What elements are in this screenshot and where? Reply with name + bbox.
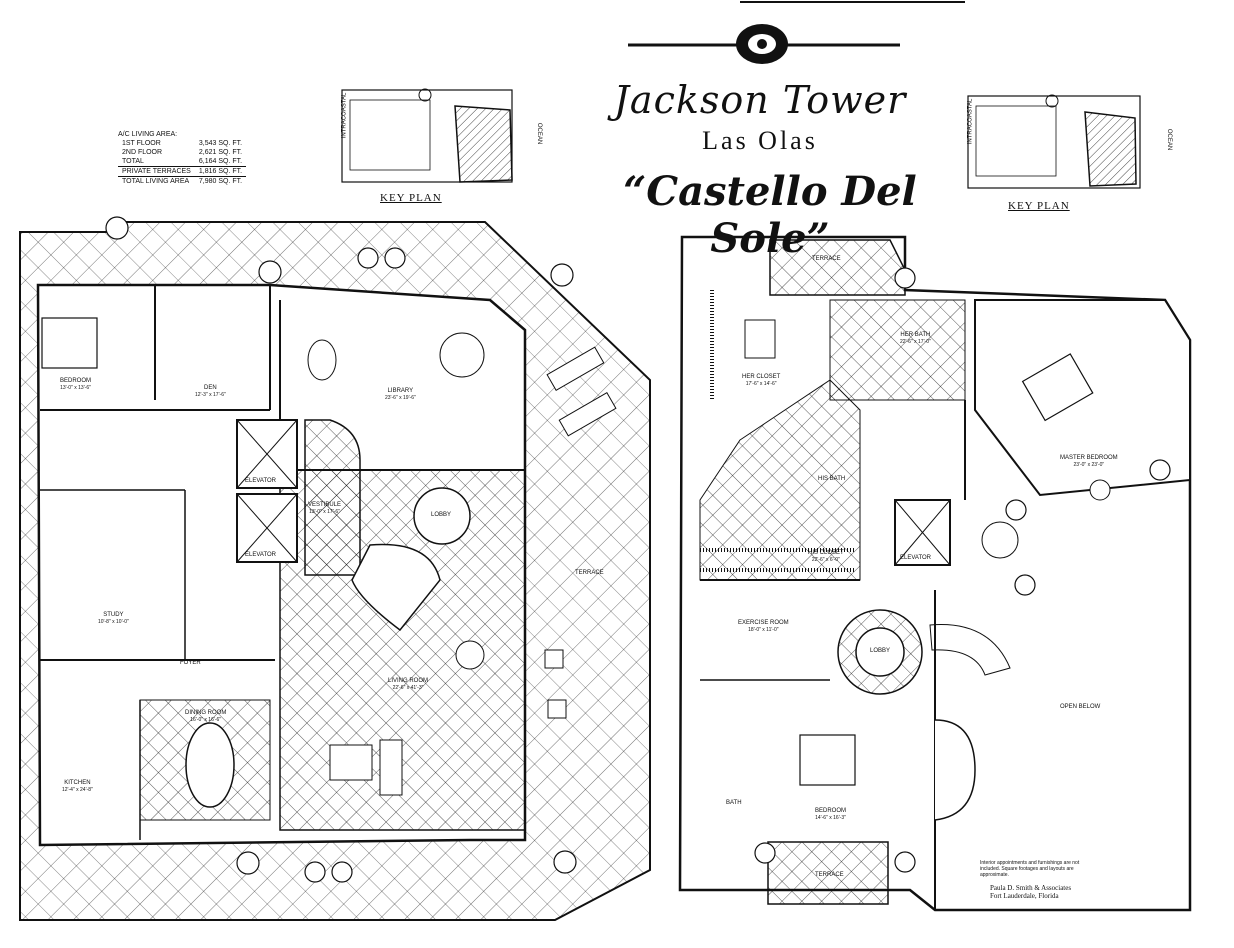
- key-plan-label: KEY PLAN: [380, 192, 442, 204]
- building-name: Jackson Tower: [613, 78, 907, 122]
- room-label-terrace: TERRACE: [575, 570, 604, 576]
- room-label-elevator: ELEVATOR: [245, 478, 277, 484]
- room-label-lobby: LOBBY: [870, 648, 891, 654]
- key-plan-1: [341, 88, 513, 183]
- key-plan-side-label: INTRACOASTAL: [967, 98, 974, 145]
- room-label-elevator: ELEVATOR: [245, 552, 277, 558]
- living-area-heading: A/C LIVING AREA:: [118, 131, 178, 138]
- room-label-terrace: TERRACE: [815, 872, 844, 878]
- key-plan-side-label: INTRACOASTAL: [341, 92, 348, 139]
- disclaimer-note: Interior appointments and furnishings ar…: [980, 860, 1080, 878]
- ornament: [628, 1, 965, 64]
- room-label-elevator: ELEVATOR: [900, 555, 932, 561]
- key-plan-label: KEY PLAN: [1008, 200, 1070, 212]
- firm-name: Paula D. Smith & Associates: [990, 884, 1072, 892]
- room-label-open-below: OPEN BELOW: [1060, 704, 1101, 710]
- second-floor-plan: [678, 235, 1192, 912]
- room-label-bath: BATH: [726, 800, 742, 806]
- key-plan-2: [967, 94, 1141, 189]
- room-label-his-bath: HIS BATH: [818, 476, 846, 482]
- residence-name: “Castello Del Sole”: [623, 168, 917, 262]
- key-plan-side-label: OCEAN: [1166, 128, 1173, 151]
- key-plan-side-label: OCEAN: [536, 122, 543, 145]
- room-label-foyer: FOYER: [180, 660, 201, 666]
- room-label-lobby: LOBBY: [431, 512, 452, 518]
- location-name: Las Olas: [702, 126, 818, 155]
- firm-city: Fort Lauderdale, Florida: [990, 892, 1059, 900]
- room-label-terrace: TERRACE: [812, 256, 841, 262]
- first-floor-plan: [19, 216, 651, 921]
- architect-credit: Paula D. Smith & Associates Fort Lauderd…: [990, 884, 1071, 900]
